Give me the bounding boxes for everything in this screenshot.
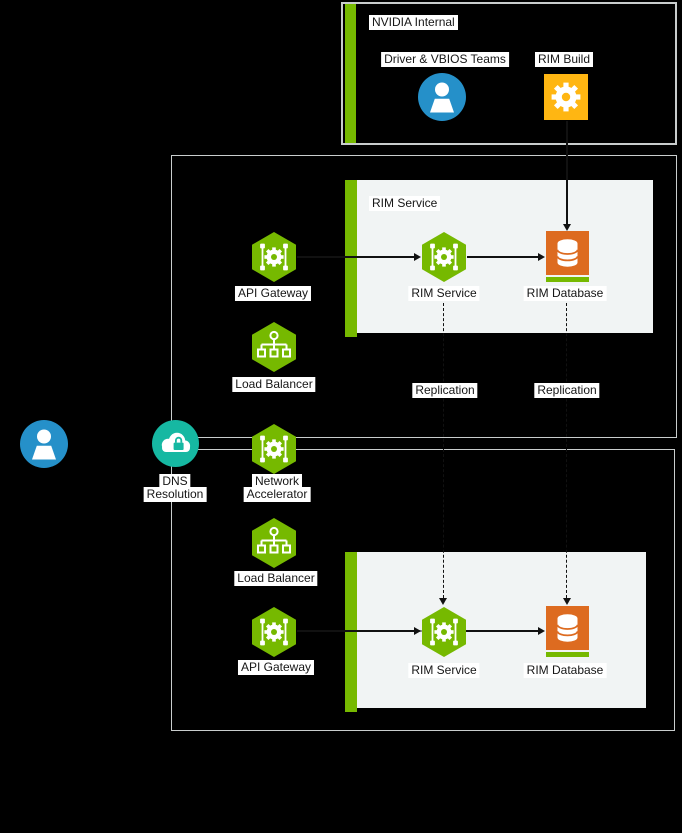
rim-service-bottom-hexagon-icon bbox=[421, 606, 467, 658]
replication-left-label: Replication bbox=[412, 383, 478, 398]
rim-service-panel-bottom-accent-bar bbox=[345, 552, 357, 712]
rim-service-top-label: RIM Service bbox=[408, 286, 480, 301]
rim-service-top-hexagon-icon bbox=[421, 231, 467, 283]
api-gateway-bottom-hexagon-icon bbox=[251, 606, 297, 658]
nvidia-internal-title: NVIDIA Internal bbox=[369, 15, 458, 30]
nvidia-internal-accent-bar bbox=[345, 4, 356, 143]
network-accelerator-label-line1: Network bbox=[251, 474, 303, 489]
replication-right-label: Replication bbox=[534, 383, 600, 398]
arrowhead-apigateway-to-rimservice-top bbox=[413, 252, 421, 261]
arrowhead-replication-rimdatabase bbox=[562, 597, 571, 605]
dns-resolution-label-line1: DNS bbox=[159, 474, 191, 489]
load-balancer-bottom-hexagon-icon bbox=[251, 517, 297, 569]
api-gateway-bottom-label: API Gateway bbox=[237, 660, 315, 675]
cloud-region-bottom bbox=[171, 449, 675, 731]
edge-apigateway-to-rimservice-top bbox=[297, 256, 414, 258]
dns-resolution-label-line2: Resolution bbox=[143, 487, 207, 502]
arrowhead-rimbuild-to-rimdatabase bbox=[562, 224, 571, 231]
rim-database-bottom-label: RIM Database bbox=[523, 663, 607, 678]
edge-apigateway-to-rimservice-bottom bbox=[297, 630, 414, 632]
driver-vbios-teams-user-icon bbox=[418, 73, 466, 121]
edge-replication-rimdatabase bbox=[566, 303, 568, 598]
api-gateway-top-hexagon-icon bbox=[251, 231, 297, 283]
cloud-region-top bbox=[171, 155, 677, 438]
edge-replication-rimservice bbox=[442, 303, 444, 598]
external-user-icon bbox=[20, 420, 68, 468]
rim-build-label: RIM Build bbox=[534, 52, 594, 67]
rim-build-gear-icon bbox=[544, 74, 588, 120]
edge-rimservice-to-rimdatabase-top bbox=[467, 256, 538, 258]
rim-database-top-icon bbox=[546, 231, 589, 275]
dns-resolution-cloud-lock-icon bbox=[152, 420, 199, 467]
arrowhead-apigateway-to-rimservice-bottom bbox=[413, 626, 421, 635]
rim-service-panel-top-accent-bar bbox=[345, 180, 357, 337]
rim-database-top-accent-strip bbox=[546, 277, 589, 282]
load-balancer-top-hexagon-icon bbox=[251, 321, 297, 373]
driver-vbios-teams-label: Driver & VBIOS Teams bbox=[381, 52, 509, 67]
api-gateway-top-label: API Gateway bbox=[234, 286, 312, 301]
arrowhead-rimservice-to-rimdatabase-bottom bbox=[538, 626, 545, 635]
arrowhead-replication-rimservice bbox=[439, 597, 447, 605]
rim-database-bottom-icon bbox=[546, 606, 589, 650]
edge-rimbuild-to-rimdatabase bbox=[566, 121, 568, 225]
rim-service-zone-title: RIM Service bbox=[369, 196, 441, 211]
load-balancer-bottom-label: Load Balancer bbox=[234, 571, 318, 586]
rim-database-bottom-accent-strip bbox=[546, 652, 589, 657]
rim-database-top-label: RIM Database bbox=[523, 286, 607, 301]
network-accelerator-hexagon-icon bbox=[251, 423, 297, 475]
rim-service-bottom-label: RIM Service bbox=[408, 663, 480, 678]
load-balancer-top-label: Load Balancer bbox=[232, 377, 316, 392]
edge-rimservice-to-rimdatabase-bottom bbox=[466, 630, 538, 632]
arrowhead-rimservice-to-rimdatabase-top bbox=[538, 252, 545, 261]
network-accelerator-label-line2: Accelerator bbox=[243, 487, 311, 502]
